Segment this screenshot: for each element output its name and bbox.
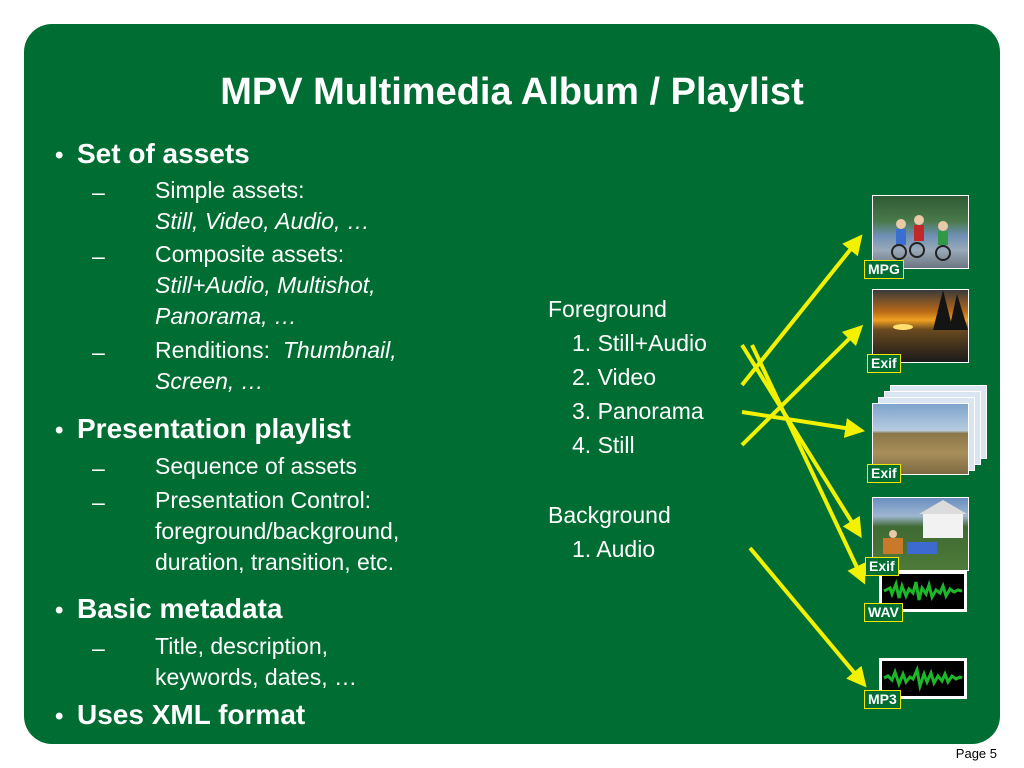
wav-badge: WAV — [864, 603, 903, 622]
foreground-item-still-audio: 1. Still+Audio — [572, 330, 707, 356]
sunset-lake-image — [872, 289, 969, 363]
foreground-item-still: 4. Still — [572, 432, 635, 458]
sub-item-composite-assets: Composite assets: Still+Audio, Multishot… — [155, 239, 376, 332]
bullet-heading: Uses XML format — [77, 699, 306, 730]
dash: – — [92, 243, 105, 269]
sub-item-sequence: Sequence of assets — [155, 451, 357, 482]
sub-item-renditions: Renditions: Thumbnail, Screen, … — [155, 335, 397, 397]
italic-text: Still, Video, Audio, … — [155, 208, 370, 234]
sub-line: foreground/background, — [155, 518, 400, 544]
dash: – — [92, 635, 105, 661]
italic-text: Still+Audio, Multishot, — [155, 272, 376, 298]
bullet-heading: Set of assets — [77, 138, 250, 169]
sub-line-italic: Screen, … — [155, 366, 397, 397]
sub-line: Composite assets: — [155, 241, 345, 267]
sub-line: Simple assets: — [155, 177, 305, 203]
dash: – — [92, 179, 105, 205]
foreground-item-video: 2. Video — [572, 364, 656, 390]
sub-item-title-description: Title, description, keywords, dates, … — [155, 631, 357, 693]
foreground-list: Foreground 1. Still+Audio 2. Video 3. Pa… — [548, 292, 707, 462]
bullet-dot: • — [55, 417, 64, 444]
mp3-badge: MP3 — [864, 690, 901, 709]
exif-badge: Exif — [867, 354, 901, 373]
panorama-landscape-image — [872, 403, 969, 475]
arrow-to-sunset — [740, 324, 864, 447]
exif-badge: Exif — [867, 464, 901, 483]
sub-item-presentation-control: Presentation Control: foreground/backgro… — [155, 485, 399, 578]
arrow-to-wav — [750, 344, 866, 585]
italic-text: Thumbnail, — [282, 337, 397, 363]
arrow-to-panorama — [741, 410, 866, 438]
sub-line-italic: Panorama, … — [155, 301, 376, 332]
background-heading: Background — [548, 502, 671, 528]
waveform-icon — [883, 664, 963, 692]
video-thumbnail-image — [872, 195, 969, 269]
dash: – — [92, 489, 105, 515]
children-bicycles-photo — [891, 215, 951, 261]
sub-item-simple-assets: Simple assets: Still, Video, Audio, … — [155, 175, 370, 237]
foreground-heading: Foreground — [548, 296, 667, 322]
italic-text: Panorama, … — [155, 303, 297, 329]
sub-line-italic: Still+Audio, Multishot, — [155, 270, 376, 301]
exif-badge: Exif — [865, 557, 899, 576]
bullet-presentation-playlist: • Presentation playlist — [55, 413, 351, 447]
bullet-dot: • — [55, 597, 64, 624]
sub-line: Renditions: Thumbnail, — [155, 335, 397, 366]
camping-photo — [883, 500, 967, 554]
sub-line-italic: Still, Video, Audio, … — [155, 206, 370, 237]
sub-line: keywords, dates, … — [155, 664, 357, 690]
background-item-audio: 1. Audio — [572, 536, 656, 562]
page-number: Page 5 — [955, 746, 997, 761]
background-list: Background 1. Audio — [548, 498, 671, 566]
slide-title: MPV Multimedia Album / Playlist — [220, 71, 804, 113]
bullet-dot: • — [55, 142, 64, 169]
sub-line: duration, transition, etc. — [155, 549, 395, 575]
sub-line: Sequence of assets — [155, 453, 358, 479]
bullet-dot: • — [55, 703, 64, 730]
dash: – — [92, 455, 105, 481]
waveform-icon — [883, 578, 963, 601]
sub-line: Title, description, — [155, 633, 328, 659]
dash: – — [92, 339, 105, 365]
bullet-set-of-assets: • Set of assets — [55, 138, 250, 172]
renditions-label: Renditions: — [155, 337, 271, 363]
slide-panel — [24, 24, 1000, 744]
arrow-to-mp3 — [748, 546, 867, 688]
sub-line: Presentation Control: — [155, 487, 372, 513]
foreground-item-panorama: 3. Panorama — [572, 398, 704, 424]
mpg-badge: MPG — [864, 260, 904, 279]
bullet-heading: Basic metadata — [77, 593, 283, 624]
bullet-uses-xml: • Uses XML format — [55, 699, 305, 733]
arrow-to-camping — [740, 343, 862, 539]
bullet-heading: Presentation playlist — [77, 413, 351, 444]
italic-text: Screen, … — [155, 368, 264, 394]
bullet-basic-metadata: • Basic metadata — [55, 593, 282, 627]
sunset-photo — [893, 290, 968, 330]
